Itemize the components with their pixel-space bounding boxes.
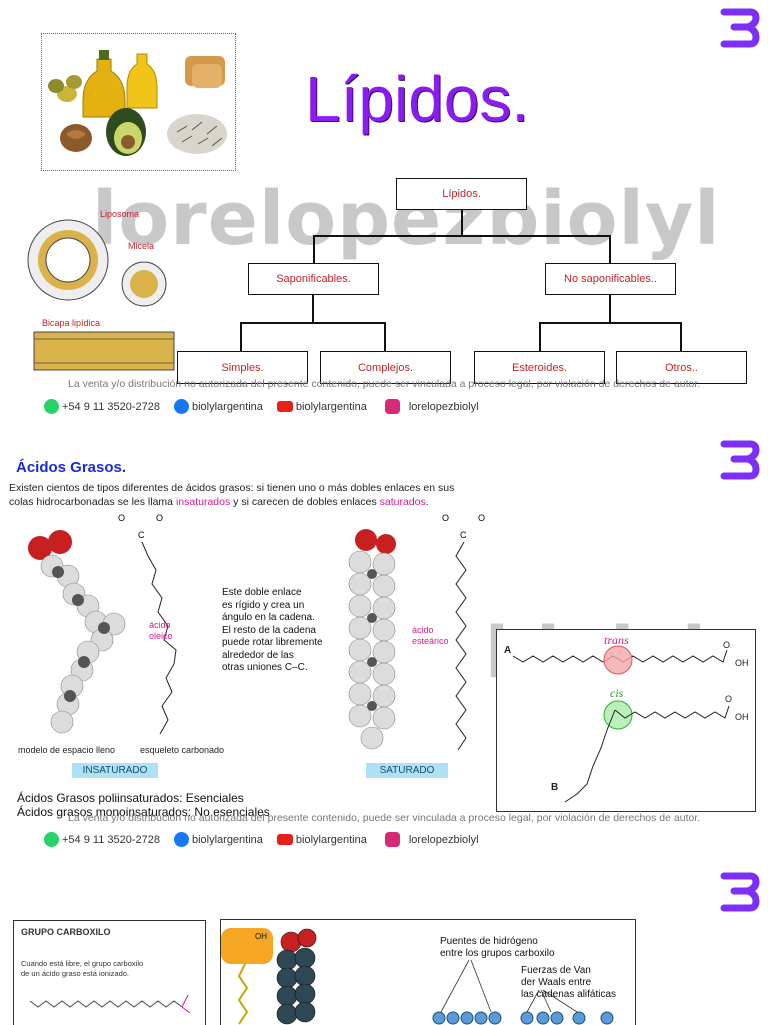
space-model-caption: modelo de espacio lleno [18,745,116,755]
tree-connector [312,294,314,323]
saturated-tag: SATURADO [366,763,448,778]
skeleton-caption: esqueleto carbonado [140,745,225,755]
tree-saponifiable-box: Saponificables. [248,263,379,295]
tree-connector [240,322,242,351]
intro-line-2: colas hidrocarbonadas se les llama insat… [9,496,429,508]
tree-simple-box: Simples. [177,351,308,384]
saturated-space-model [340,522,410,758]
svg-text:O: O [442,513,449,523]
label-b: B [551,782,559,793]
youtube-handle[interactable]: biolylargentina [295,400,367,413]
stearic-skeleton: O O C [440,512,490,752]
carboxyl-highlight [221,928,273,964]
facebook-handle[interactable]: biolylargentina [191,833,263,846]
bilayer-label: Bicapa lipídica [42,318,101,328]
unsaturated-tag: INSATURADO [72,763,158,778]
micelle-label: Micela [128,241,155,251]
youtube-icon [276,401,293,412]
brand-logo-icon [720,872,760,912]
unsaturated-space-model [22,528,142,740]
disclaimer: La venta y/o distribución no autorizada … [68,812,701,824]
tree-connector [384,322,386,351]
tree-connector [680,322,682,351]
page-title: Lípidos. [305,63,530,135]
svg-text:O: O [478,513,485,523]
svg-text:C: C [460,530,467,540]
section-title: Ácidos Grasos. [16,459,127,476]
o-a-label: O [723,640,731,650]
tree-connector [313,235,315,264]
tree-connector [313,235,610,237]
phone-number[interactable]: +54 9 11 3520-2728 [62,400,160,413]
poly-unsaturated-note: Ácidos Grasos poliinsaturados: Esenciale… [17,791,244,805]
o-b-label: O [725,694,733,704]
instagram-icon [384,832,400,847]
tree-connector [609,235,611,264]
trans-label: trans [604,633,629,647]
social-footer: +54 9 11 3520-2728 biolylargentina bioly… [44,399,493,414]
tree-connector [539,322,541,351]
tree-non-saponifiable-box: No saponificables.. [545,263,676,295]
carboxyl-panel: GRUPO CARBOXILO Cuando está libre, el gr… [13,920,206,1025]
tree-connector [609,294,611,323]
oh-a-label: OH [735,658,749,668]
tree-connector [539,322,682,324]
food-image [41,33,236,171]
social-footer: +54 9 11 3520-2728 biolylargentina bioly… [44,832,493,847]
intro-text: Existen cientos de tipos diferentes de á… [9,481,479,509]
oleic-skeleton: O O C [118,512,218,742]
cis-label: cis [610,686,624,700]
oh-label: OH [255,932,267,941]
carboxyl-title: GRUPO CARBOXILO [21,927,111,937]
carboxyl-o-text: O [118,513,125,523]
mono-unsaturated-note: Ácidos grasos monoinsaturados: No esenci… [17,805,270,819]
intro-line-1: Existen cientos de tipos diferentes de á… [9,482,455,494]
youtube-icon [276,834,293,845]
tree-complex-box: Complejos. [320,351,451,384]
facebook-icon [173,832,189,847]
brand-logo-icon [720,8,760,48]
carboxyl-chain [29,994,191,1014]
instagram-handle[interactable]: lorelopezbiolyl [408,400,479,413]
whatsapp-icon [44,832,59,847]
svg-text:C: C [138,530,145,540]
label-a: A [504,645,512,656]
youtube-handle[interactable]: biolylargentina [295,833,367,846]
trans-cis-panel: trans cis A B OH O OH O [496,629,756,812]
instagram-handle[interactable]: lorelopezbiolyl [408,833,479,846]
oh-b-label: OH [735,712,749,722]
tree-others-box: Otros.. [616,351,747,384]
phone-number[interactable]: +54 9 11 3520-2728 [62,833,160,846]
tree-connector [240,322,386,324]
whatsapp-icon [44,399,59,414]
tree-connector [461,209,463,236]
tree-steroids-box: Esteroides. [474,351,605,384]
membrane-illustration [26,202,176,374]
brand-logo-icon [720,440,760,480]
facebook-handle[interactable]: biolylargentina [191,400,263,413]
svg-text:O: O [156,513,163,523]
disclaimer: La venta y/o distribución no autorizada … [68,378,701,390]
facebook-icon [173,399,189,414]
liposome-label: Liposoma [100,209,140,219]
tree-root-box: Lípidos. [396,178,527,210]
instagram-icon [384,399,400,414]
